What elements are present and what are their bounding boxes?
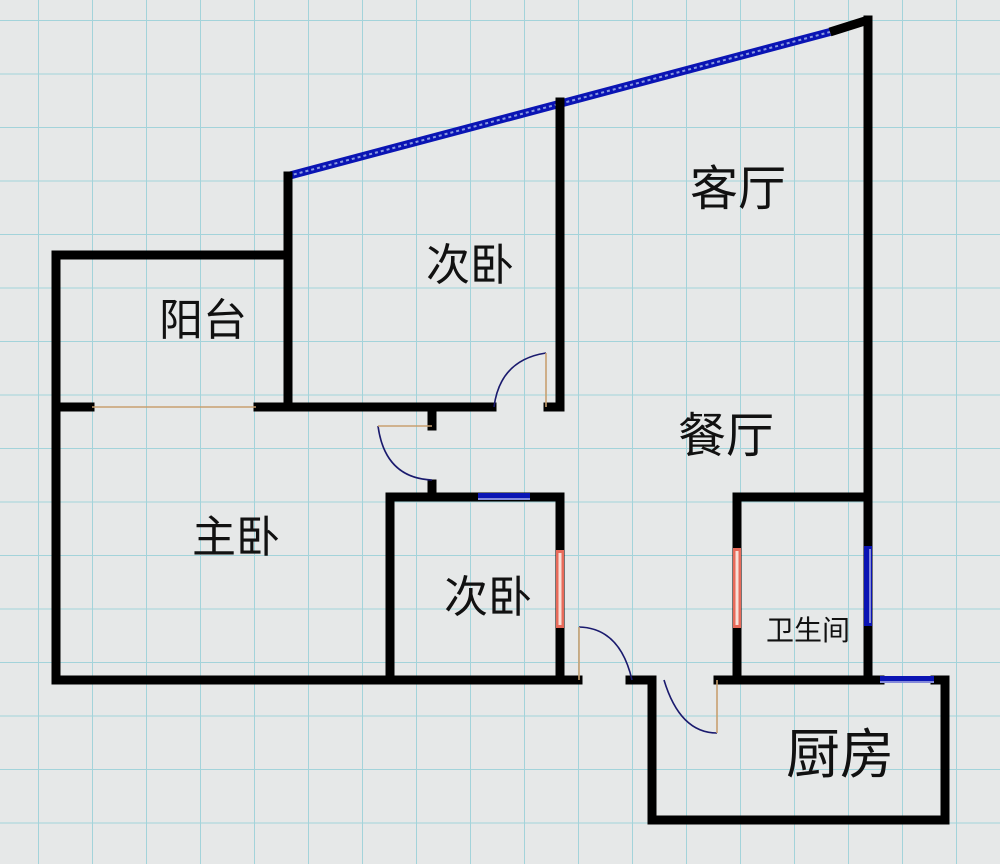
door-north-bedroom[interactable]: [493, 352, 547, 408]
label-second-bedroom-north: 次卧: [426, 240, 514, 291]
window-small-bedroom-right: [556, 550, 564, 628]
window-bathroom-right: [864, 546, 872, 626]
label-balcony: 阳台: [159, 295, 247, 346]
label-kitchen: 厨房: [786, 723, 894, 786]
window-kitchen: [880, 676, 934, 683]
door-master-bedroom[interactable]: [377, 425, 433, 481]
label-master-bedroom: 主卧: [192, 512, 280, 563]
label-bathroom: 卫生间: [766, 614, 850, 647]
label-dining-room: 餐厅: [678, 408, 774, 464]
window-small-bedroom-top: [478, 493, 530, 500]
label-second-bedroom-south: 次卧: [444, 572, 532, 623]
door-kitchen[interactable]: [663, 679, 718, 734]
label-living-room: 客厅: [690, 161, 786, 217]
window-bathroom-left: [733, 548, 741, 628]
door-entrance-hall[interactable]: [578, 626, 633, 681]
